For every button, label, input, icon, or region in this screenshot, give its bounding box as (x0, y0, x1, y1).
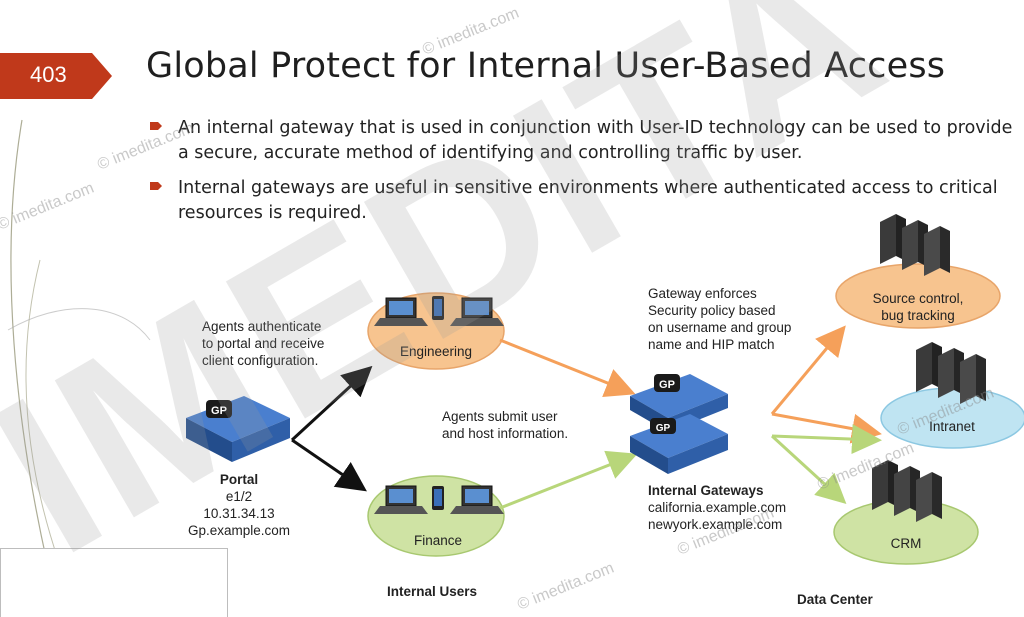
finance-phone-icon (432, 486, 444, 510)
engineering-to-gateway-arrow (499, 338, 636, 398)
data-center-label: Data Center (797, 592, 873, 607)
portal-hostname: Gp.example.com (187, 523, 291, 538)
note-line: Security policy based (648, 303, 776, 318)
finance-label: Finance (413, 533, 463, 548)
bullet-arrow-icon (150, 122, 162, 130)
gateway-device-bottom-icon: GP (630, 414, 728, 474)
source-control-server-icon (880, 214, 950, 276)
bullet-item: An internal gateway that is used in conj… (150, 116, 1020, 166)
bullet-list: An internal gateway that is used in conj… (150, 116, 1020, 236)
gateway-top-gp-label: GP (659, 379, 675, 391)
engineering-phone-icon (432, 296, 444, 320)
note-line: Agents authenticate (202, 319, 322, 334)
bullet-text: Internal gateways are useful in sensitiv… (178, 178, 998, 223)
label-line: Source control, (872, 291, 964, 306)
crm-label: CRM (890, 536, 922, 551)
portal-to-engineering-arrow (290, 365, 373, 442)
portal-ip: 10.31.34.13 (203, 506, 275, 521)
engineering-label: Engineering (399, 344, 473, 359)
finance-laptop-icon (450, 485, 504, 514)
intranet-label: Intranet (929, 419, 975, 434)
note-line: and host information. (442, 426, 569, 441)
gateway-hostname: california.example.com (648, 500, 787, 515)
engineering-laptop-icon (374, 297, 428, 326)
gateway-hostname: newyork.example.com (648, 517, 783, 532)
finance-to-gateway-arrow (499, 450, 638, 510)
portal-interface: e1/2 (225, 489, 253, 504)
intranet-server-icon (916, 342, 986, 404)
portal-device-icon: GP (186, 396, 290, 462)
engineering-laptop-icon (450, 297, 504, 326)
crm-server-icon (872, 460, 942, 522)
gateways-label: Internal Gateways california.example.com… (648, 482, 786, 533)
gateways-title: Internal Gateways (648, 483, 764, 498)
portal-label: Portal e1/2 10.31.34.13 Gp.example.com (178, 471, 300, 539)
finance-laptop-icon (374, 485, 428, 514)
note-line: Agents submit user (442, 409, 558, 424)
portal-title: Portal (219, 472, 259, 487)
note-line: client configuration. (202, 353, 319, 368)
note-line: name and HIP match (648, 337, 775, 352)
blank-panel (0, 548, 228, 617)
note-line: to portal and receive (202, 336, 325, 351)
bullet-arrow-icon (150, 182, 162, 190)
label-line: bug tracking (881, 308, 955, 323)
gateway-bottom-gp-label: GP (656, 423, 671, 434)
gateway-to-crm-arrow (770, 434, 847, 505)
note-agents-submit: Agents submit user and host information. (442, 408, 568, 442)
gateway-to-intranet-green-arrow (771, 424, 882, 455)
gateway-to-intranet-orange-arrow (771, 412, 882, 444)
note-agents-authenticate: Agents authenticate to portal and receiv… (202, 318, 324, 369)
note-line: on username and group (648, 320, 792, 335)
gateway-to-source-control-arrow (770, 325, 846, 415)
internal-users-label: Internal Users (387, 584, 478, 599)
portal-to-finance-arrow (291, 438, 367, 492)
source-control-group (835, 263, 1001, 329)
source-control-label: Source control, bug tracking (856, 290, 980, 324)
slide-number: 403 (30, 62, 67, 87)
note-line: Gateway enforces (648, 286, 757, 301)
bullet-text: An internal gateway that is used in conj… (178, 118, 1013, 163)
portal-gp-label: GP (211, 405, 227, 417)
slide-title: Global Protect for Internal User-Based A… (146, 46, 946, 86)
note-gateway-enforces: Gateway enforces Security policy based o… (648, 285, 791, 353)
bullet-item: Internal gateways are useful in sensitiv… (150, 176, 1020, 226)
slide-number-badge (0, 53, 112, 99)
